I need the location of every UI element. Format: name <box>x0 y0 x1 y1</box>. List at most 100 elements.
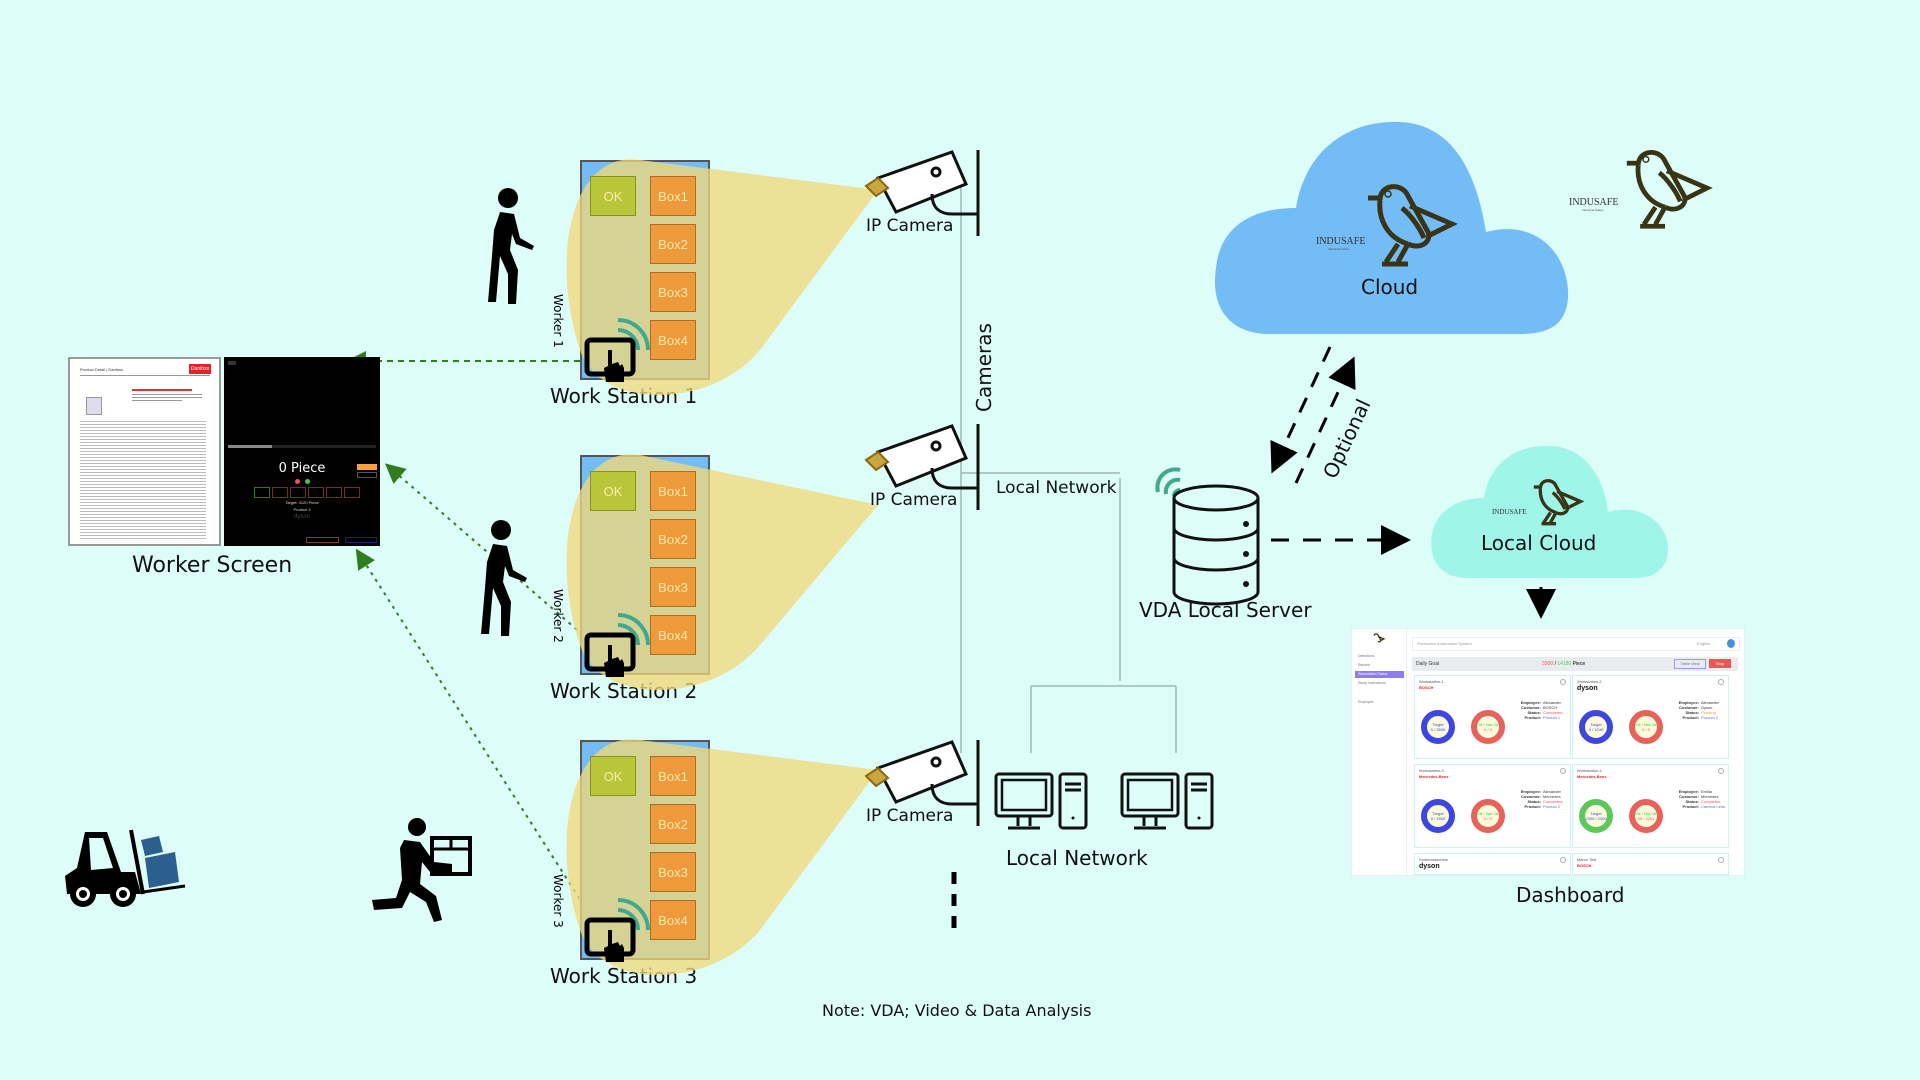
touch-tablet-icon[interactable] <box>584 892 654 962</box>
link-icon[interactable] <box>1560 857 1566 863</box>
box-bin-2[interactable]: Box2 <box>650 519 696 559</box>
product-text: Product 3 <box>293 507 311 512</box>
ok-notok-value: 0 / 0 <box>1642 727 1650 732</box>
spec-table <box>70 421 220 541</box>
field-product: Product 2 <box>1701 715 1719 720</box>
link-icon[interactable] <box>1718 857 1724 863</box>
link-icon[interactable] <box>1560 768 1566 774</box>
field-label: Status: <box>1685 710 1699 715</box>
box-button[interactable] <box>344 487 360 498</box>
computer-2-icon[interactable] <box>1120 772 1216 832</box>
box-bin-1[interactable]: Box1 <box>650 756 696 796</box>
vda-note: Note: VDA; Video & Data Analysis <box>822 1001 1092 1020</box>
cloud-label: Cloud <box>1361 275 1419 299</box>
video-progress-bar[interactable] <box>228 445 376 448</box>
field-label: Customer: <box>1678 794 1699 799</box>
user-avatar[interactable] <box>1727 639 1735 648</box>
spec-row <box>80 508 206 509</box>
link-icon[interactable] <box>1560 679 1566 685</box>
daily-goal-bar: Daily Goal 3300 / 14180 Piece Table View… <box>1412 657 1738 671</box>
spec-row <box>80 514 206 515</box>
sidebar-item[interactable]: Employee <box>1358 700 1374 704</box>
link-icon[interactable] <box>1718 768 1724 774</box>
ok-bin[interactable]: OK <box>590 756 636 796</box>
worker-terminal-screen: 0 Piece Target: 4120 Piece Product 3 dys… <box>224 357 380 546</box>
ip-camera-3-icon[interactable] <box>862 740 982 830</box>
touch-tablet-icon[interactable] <box>584 607 654 677</box>
spec-row <box>80 526 206 527</box>
indusafe-logo-icon <box>1626 150 1713 229</box>
menu-icon[interactable] <box>228 361 236 365</box>
card-title: Workstation-1 <box>1419 679 1444 684</box>
logo-brand: INDUSAFE <box>1569 197 1619 208</box>
cloud-tagline: Industrial Safety <box>1328 247 1350 251</box>
stop-button[interactable]: Stop <box>1709 659 1731 668</box>
computer-1-icon[interactable] <box>994 772 1090 832</box>
product-desc-line <box>132 394 202 395</box>
box-bin-3[interactable]: Box3 <box>650 567 696 607</box>
product-document-screen: Product Detail | Danfoss Danfoss <box>68 357 221 546</box>
orange-action-button[interactable] <box>357 464 377 470</box>
box-bin-2[interactable]: Box2 <box>650 804 696 844</box>
box-button[interactable] <box>308 487 324 498</box>
customer-logo: dyson <box>1419 863 1440 870</box>
link-icon[interactable] <box>1718 679 1724 685</box>
box-button[interactable] <box>326 487 342 498</box>
field-customer: Mercedes <box>1543 794 1561 799</box>
field-label: Product: <box>1682 715 1699 720</box>
spec-row <box>80 448 206 449</box>
ok-notok-value: 49 / 2251 <box>1637 816 1655 821</box>
sidebar-item[interactable]: Study Instructions <box>1358 681 1386 685</box>
table-view-button[interactable]: Table View <box>1674 659 1706 669</box>
ok-bin[interactable]: OK <box>590 176 636 216</box>
box-bin-1[interactable]: Box1 <box>650 176 696 216</box>
ip-camera-2-icon[interactable] <box>862 424 982 514</box>
spec-row <box>80 475 206 476</box>
box-button[interactable] <box>272 487 288 498</box>
box-button[interactable] <box>290 487 306 498</box>
sidebar-item[interactable]: Reports <box>1358 663 1371 667</box>
cloud-to-server-arrow <box>1270 346 1332 474</box>
box-bin-4[interactable]: Box4 <box>650 900 696 940</box>
ip-camera-1-icon[interactable] <box>862 150 982 240</box>
cloud-shape[interactable] <box>1210 118 1572 338</box>
field-employee: Alexander <box>1701 700 1720 705</box>
vda-local-server-icon[interactable] <box>1152 456 1264 606</box>
spec-row <box>80 523 206 524</box>
box-bin-3[interactable]: Box3 <box>650 272 696 312</box>
sidebar-item[interactable]: Workstation Status <box>1355 671 1404 678</box>
box-bin-4[interactable]: Box4 <box>650 615 696 655</box>
secondary-action-button[interactable] <box>357 472 377 478</box>
field-status: Completed <box>1701 799 1721 804</box>
field-customer: Mercedes <box>1701 794 1719 799</box>
ip-camera-3-label: IP Camera <box>866 806 954 826</box>
footer-button-right[interactable] <box>345 537 377 543</box>
touch-tablet-icon[interactable] <box>584 312 654 382</box>
box-bin-2[interactable]: Box2 <box>650 224 696 264</box>
box-bin-3[interactable]: Box3 <box>650 852 696 892</box>
card-title: Workstation-4 <box>1577 768 1602 773</box>
local-cloud-shape[interactable] <box>1428 442 1670 580</box>
spec-row <box>80 421 206 422</box>
customer-logo: BOSCH <box>1419 685 1434 690</box>
box-button[interactable] <box>254 487 270 498</box>
local-network-bottom-label: Local Network <box>1006 846 1148 870</box>
box-bin-4[interactable]: Box4 <box>650 320 696 360</box>
ok-bin[interactable]: OK <box>590 471 636 511</box>
footer-button-left[interactable] <box>306 537 339 543</box>
target-value: 0 / 1240 <box>1588 727 1604 732</box>
sidebar-item[interactable]: Definitions <box>1358 654 1375 658</box>
spec-row <box>80 433 206 434</box>
field-product: Camera Lens <box>1701 804 1726 809</box>
box-bin-1[interactable]: Box1 <box>650 471 696 511</box>
language-selector[interactable]: English <box>1697 641 1711 646</box>
field-product: Product 1 <box>1543 715 1561 720</box>
